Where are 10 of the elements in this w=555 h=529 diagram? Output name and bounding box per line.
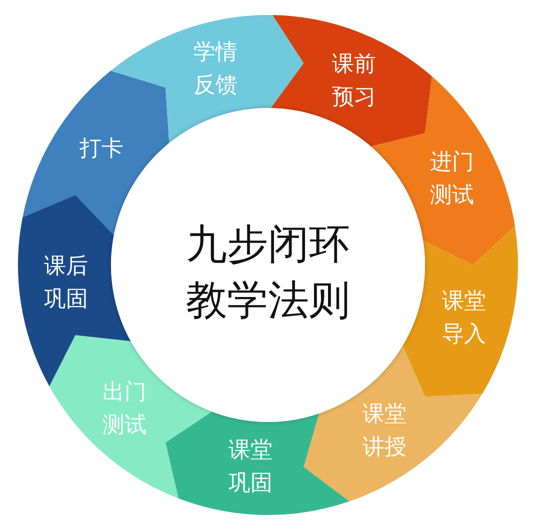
center-title: 九步闭环教学法则: [185, 219, 351, 326]
step-label: 课前预习: [330, 51, 377, 112]
step-label: 课后巩固: [42, 252, 89, 314]
step-label: 打卡: [78, 135, 125, 164]
step-label: 学情反馈: [192, 38, 238, 100]
step-label: 出门测试: [101, 378, 148, 440]
step-label: 课堂讲授: [361, 401, 408, 462]
step-label: 课堂导入: [441, 288, 488, 349]
step-label: 课堂巩固: [227, 437, 274, 498]
step-label: 进门测试: [428, 149, 475, 210]
